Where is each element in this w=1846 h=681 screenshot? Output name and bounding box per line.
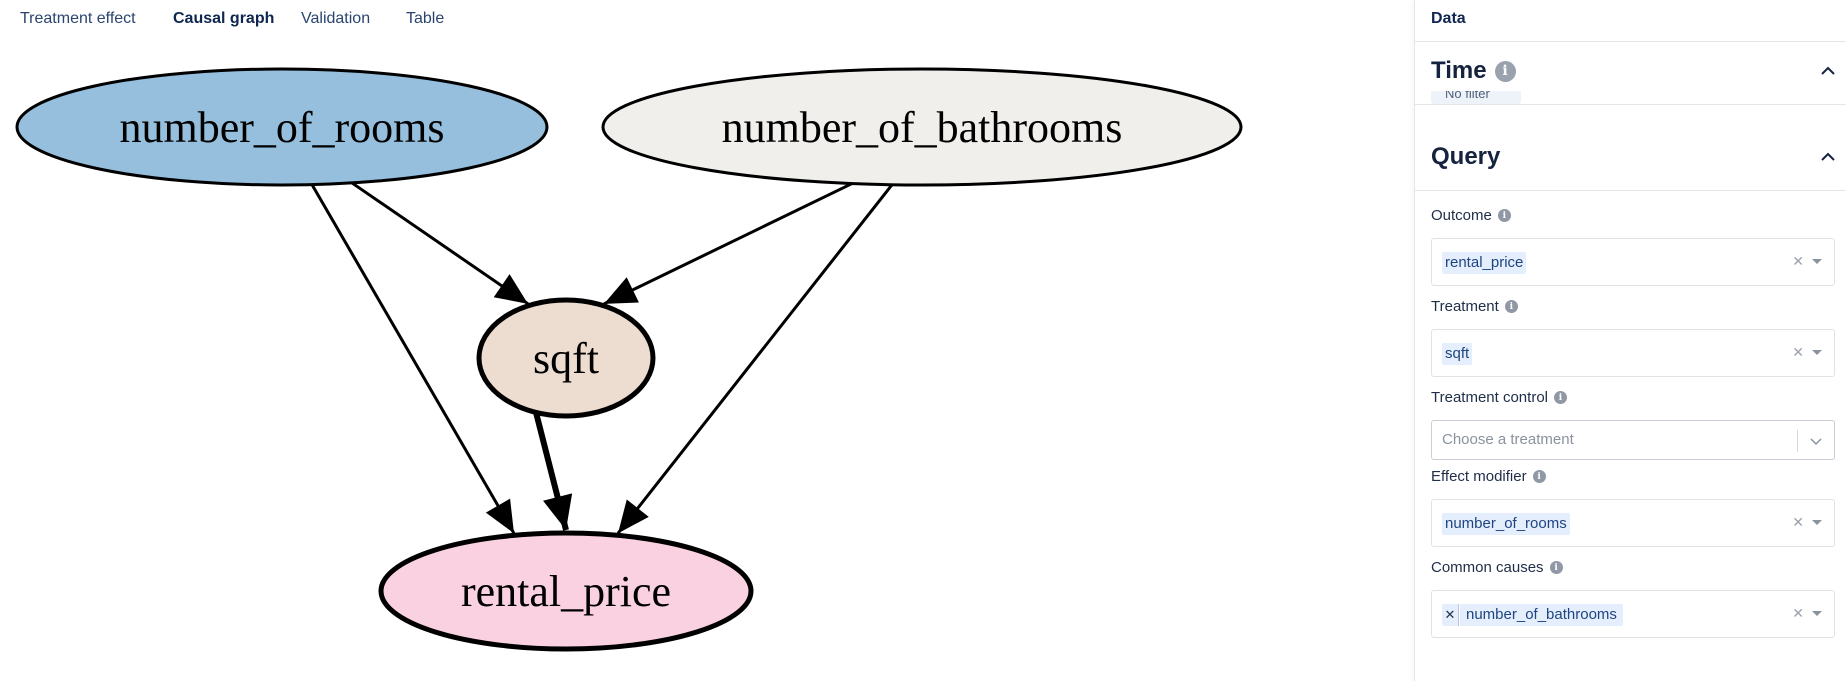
time-title-text: Time <box>1431 57 1487 84</box>
graph-arrowhead-rooms-sqft <box>493 274 528 304</box>
chevron-up-icon[interactable] <box>1817 146 1839 168</box>
effect-modifier-label-text: Effect modifier <box>1431 468 1527 485</box>
graph-arrowhead-bath-price <box>618 499 649 534</box>
tab-table[interactable]: Table <box>406 10 445 27</box>
common-causes-label-text: Common causes <box>1431 559 1544 576</box>
treatment-control-placeholder: Choose a treatment <box>1442 431 1574 448</box>
outcome-chip: rental_price <box>1442 252 1527 274</box>
caret-down-icon[interactable] <box>1812 350 1822 355</box>
graph-node-label: number_of_rooms <box>119 103 444 152</box>
divider <box>1415 41 1846 42</box>
common-causes-select[interactable]: ✕ number_of_bathrooms ✕ <box>1431 590 1835 638</box>
clear-icon[interactable]: ✕ <box>1792 253 1804 269</box>
treatment-select[interactable]: sqft ✕ <box>1431 329 1835 377</box>
caret-down-icon[interactable] <box>1812 520 1822 525</box>
graph-edge-rooms-price <box>310 183 516 535</box>
effect-modifier-select[interactable]: number_of_rooms ✕ <box>1431 499 1835 547</box>
effect-modifier-label: Effect modifier i <box>1431 468 1546 485</box>
graph-node-price[interactable]: rental_price <box>378 530 754 652</box>
treatment-control-label-text: Treatment control <box>1431 389 1548 406</box>
view-tabs: Treatment effect Causal graph Validation… <box>0 0 1410 40</box>
graph-node-label: rental_price <box>461 567 671 616</box>
treatment-chip: sqft <box>1442 343 1473 365</box>
info-icon[interactable]: i <box>1532 470 1546 483</box>
graph-edge-bath-sqft <box>603 182 853 306</box>
time-filter-text: No filter <box>1445 91 1490 101</box>
info-icon[interactable]: i <box>1494 60 1516 82</box>
select-separator <box>1797 430 1798 452</box>
graph-node-bath[interactable]: number_of_bathrooms <box>601 67 1243 187</box>
divider <box>1415 104 1846 105</box>
info-icon[interactable]: i <box>1504 300 1518 313</box>
graph-edge-bath-price <box>616 183 894 535</box>
time-section-title[interactable]: Time i <box>1431 57 1516 85</box>
graph-arrowhead-rooms-price <box>485 498 514 534</box>
tab-validation[interactable]: Validation <box>301 10 371 27</box>
graph-node-shape <box>476 297 656 419</box>
treatment-label: Treatment i <box>1431 298 1518 315</box>
chevron-up-icon[interactable] <box>1817 60 1839 82</box>
time-filter-chip[interactable]: No filter <box>1431 91 1521 104</box>
graph-edges <box>310 181 894 535</box>
tab-causal-graph[interactable]: Causal graph <box>173 10 275 27</box>
graph-node-sqft[interactable]: sqft <box>476 297 656 419</box>
query-title-text: Query <box>1431 143 1501 170</box>
caret-down-icon[interactable] <box>1812 259 1822 264</box>
graph-node-label: number_of_bathrooms <box>722 103 1123 152</box>
graph-arrowhead-bath-sqft <box>604 277 639 304</box>
divider <box>1415 190 1846 191</box>
graph-node-label: sqft <box>533 334 599 383</box>
graph-node-rooms[interactable]: number_of_rooms <box>15 67 549 187</box>
clear-icon[interactable]: ✕ <box>1792 514 1804 530</box>
graph-node-shape <box>15 67 549 187</box>
clear-icon[interactable]: ✕ <box>1792 344 1804 360</box>
treatment-control-label: Treatment control i <box>1431 389 1567 406</box>
graph-node-shape <box>601 67 1243 187</box>
tab-treatment-effect[interactable]: Treatment effect <box>20 10 136 27</box>
caret-down-icon[interactable] <box>1812 611 1822 616</box>
treatment-label-text: Treatment <box>1431 298 1499 315</box>
chevron-down-icon[interactable] <box>1808 433 1824 449</box>
treatment-control-select[interactable]: Choose a treatment <box>1431 420 1835 460</box>
graph-node-shape <box>378 530 754 652</box>
clear-icon[interactable]: ✕ <box>1792 605 1804 621</box>
outcome-label-text: Outcome <box>1431 207 1492 224</box>
graph-arrowhead-sqft-price <box>543 493 573 530</box>
info-icon[interactable]: i <box>1549 561 1563 574</box>
info-icon[interactable]: i <box>1497 209 1511 222</box>
remove-chip-icon[interactable]: ✕ <box>1442 604 1459 626</box>
query-panel: Data Time i No filter Query Outcome i re… <box>1414 0 1846 681</box>
common-causes-label: Common causes i <box>1431 559 1563 576</box>
common-causes-chip: number_of_bathrooms <box>1460 604 1623 626</box>
effect-modifier-chip: number_of_rooms <box>1442 513 1570 535</box>
info-icon[interactable]: i <box>1554 391 1567 404</box>
outcome-label: Outcome i <box>1431 207 1511 224</box>
query-section-title[interactable]: Query <box>1431 143 1500 171</box>
outcome-select[interactable]: rental_price ✕ <box>1431 238 1835 286</box>
panel-title: Data <box>1431 10 1466 27</box>
graph-edge-rooms-sqft <box>351 181 529 306</box>
